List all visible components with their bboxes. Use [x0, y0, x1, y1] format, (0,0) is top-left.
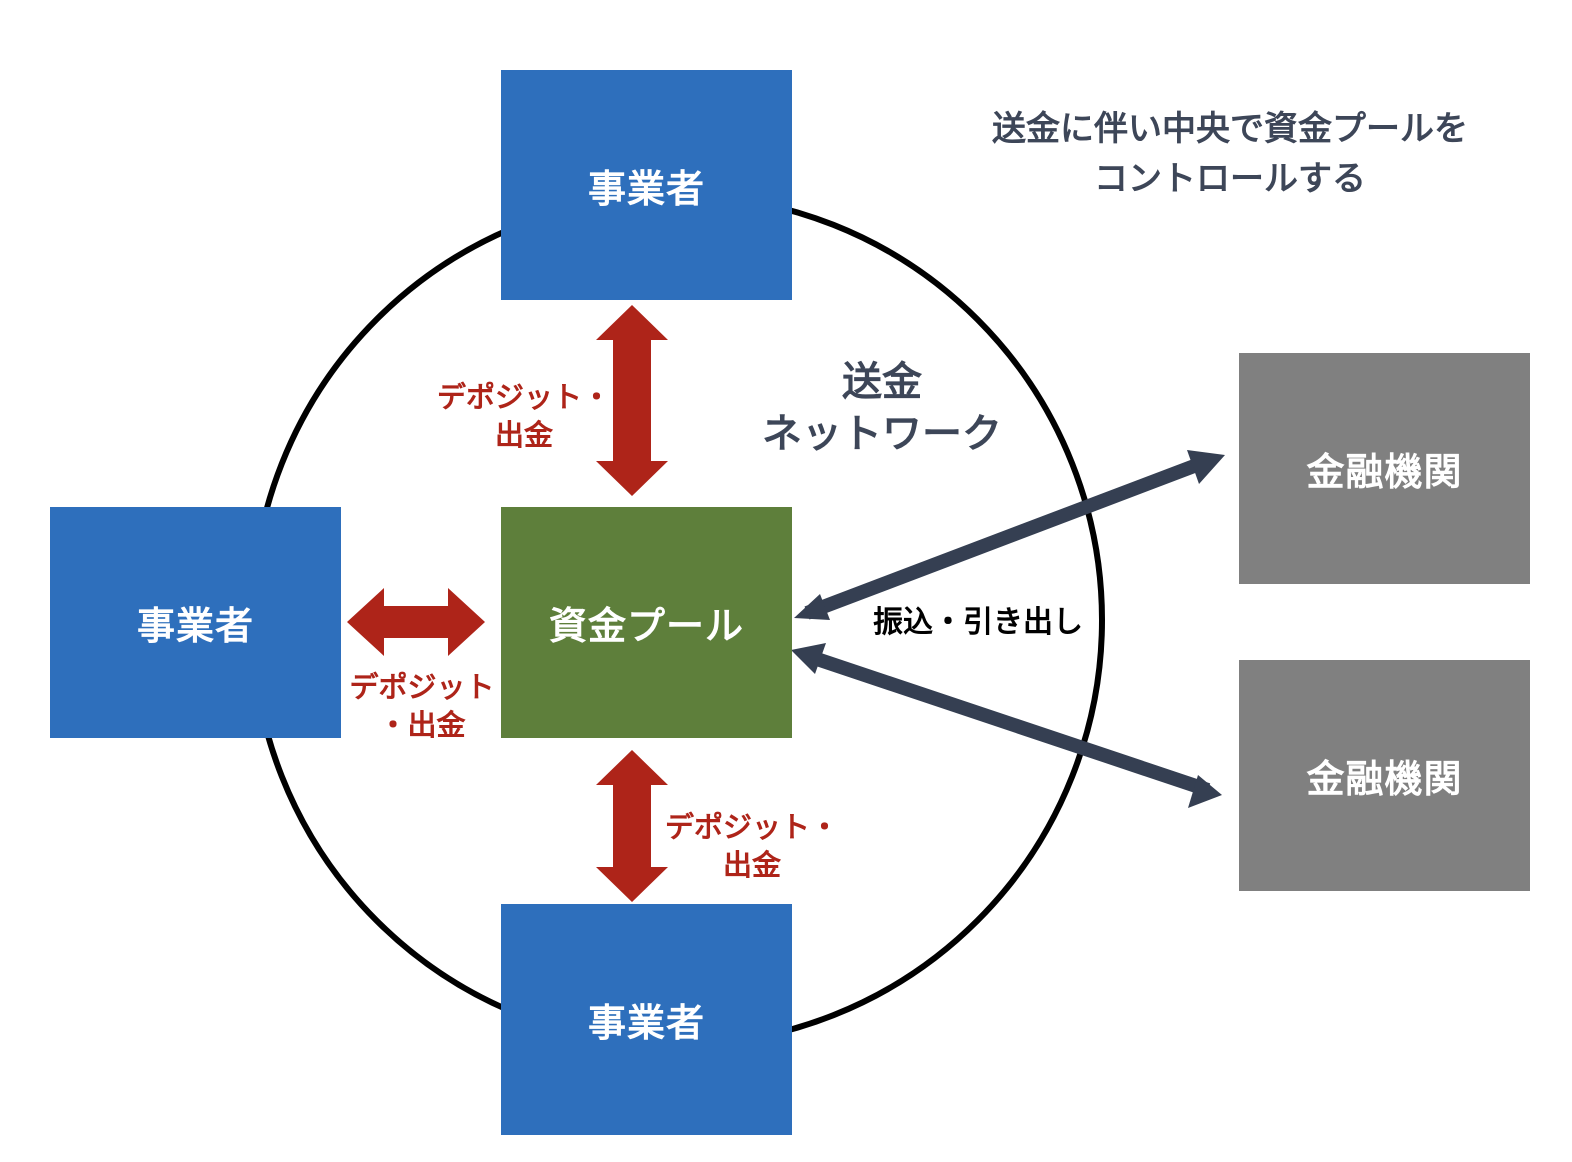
edge-label-left-line-1: デポジット — [349, 670, 495, 704]
network-label: 送金 ネットワーク — [742, 356, 1022, 460]
operator-node-bottom: 事業者 — [501, 904, 792, 1135]
bank-arrow-bottom — [791, 643, 1222, 808]
operator-node-left: 事業者 — [50, 507, 341, 738]
edge-label-bottom-line-2: 出金 — [722, 848, 781, 882]
edge-label-top-line-2: 出金 — [494, 418, 553, 452]
edge-label-left: デポジット ・出金 — [332, 668, 512, 744]
title-line-2: コントロールする — [1094, 159, 1366, 199]
title-line-1: 送金に伴い中央で資金プールを — [992, 109, 1468, 149]
edge-label-bottom-line-1: デポジット・ — [664, 810, 839, 844]
edge-label-left-line-2: ・出金 — [378, 708, 466, 742]
bank-node-bottom: 金融機関 — [1239, 660, 1530, 891]
deposit-arrow-bottom — [596, 750, 668, 902]
edge-label-bank: 振込・引き出し — [873, 605, 1083, 640]
edge-label-bottom: デポジット・ 出金 — [640, 808, 864, 884]
edge-label-top-line-1: デポジット・ — [436, 380, 611, 414]
operator-node-top: 事業者 — [501, 70, 792, 300]
fund-pool-node: 資金プール — [501, 507, 792, 738]
bank-arrow-top — [794, 450, 1225, 620]
diagram-title: 送金に伴い中央で資金プールを コントロールする — [930, 104, 1530, 204]
edge-label-top: デポジット・ 出金 — [412, 378, 636, 454]
deposit-arrow-top — [596, 305, 668, 496]
deposit-arrow-left — [347, 588, 485, 656]
bank-node-top: 金融機関 — [1239, 353, 1530, 584]
network-label-line-1: 送金 — [842, 359, 922, 405]
network-label-line-2: ネットワーク — [762, 411, 1002, 457]
